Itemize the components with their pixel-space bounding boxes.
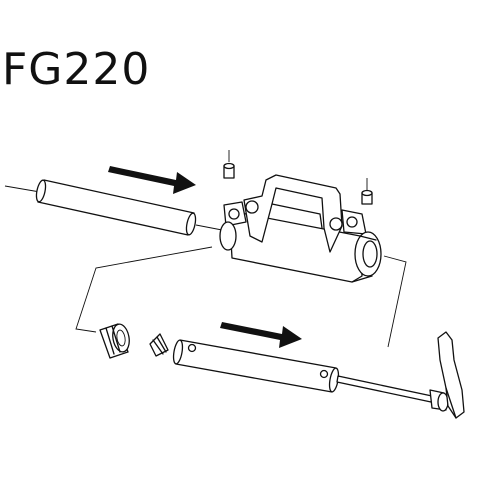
connection-lines xyxy=(75,246,407,348)
set-screw-part xyxy=(223,150,373,205)
tube-part xyxy=(35,179,197,236)
direction-arrow-upper xyxy=(108,166,196,194)
direction-arrow-lower xyxy=(220,322,302,348)
quick-release-skewer-part xyxy=(336,331,465,419)
axle-part xyxy=(172,339,340,393)
end-cap-part xyxy=(99,323,130,359)
model-title: FG220 xyxy=(2,44,151,95)
cone-nut-part xyxy=(149,333,169,357)
guide-line-upper xyxy=(4,185,223,231)
clamp-bracket-part xyxy=(219,174,382,283)
